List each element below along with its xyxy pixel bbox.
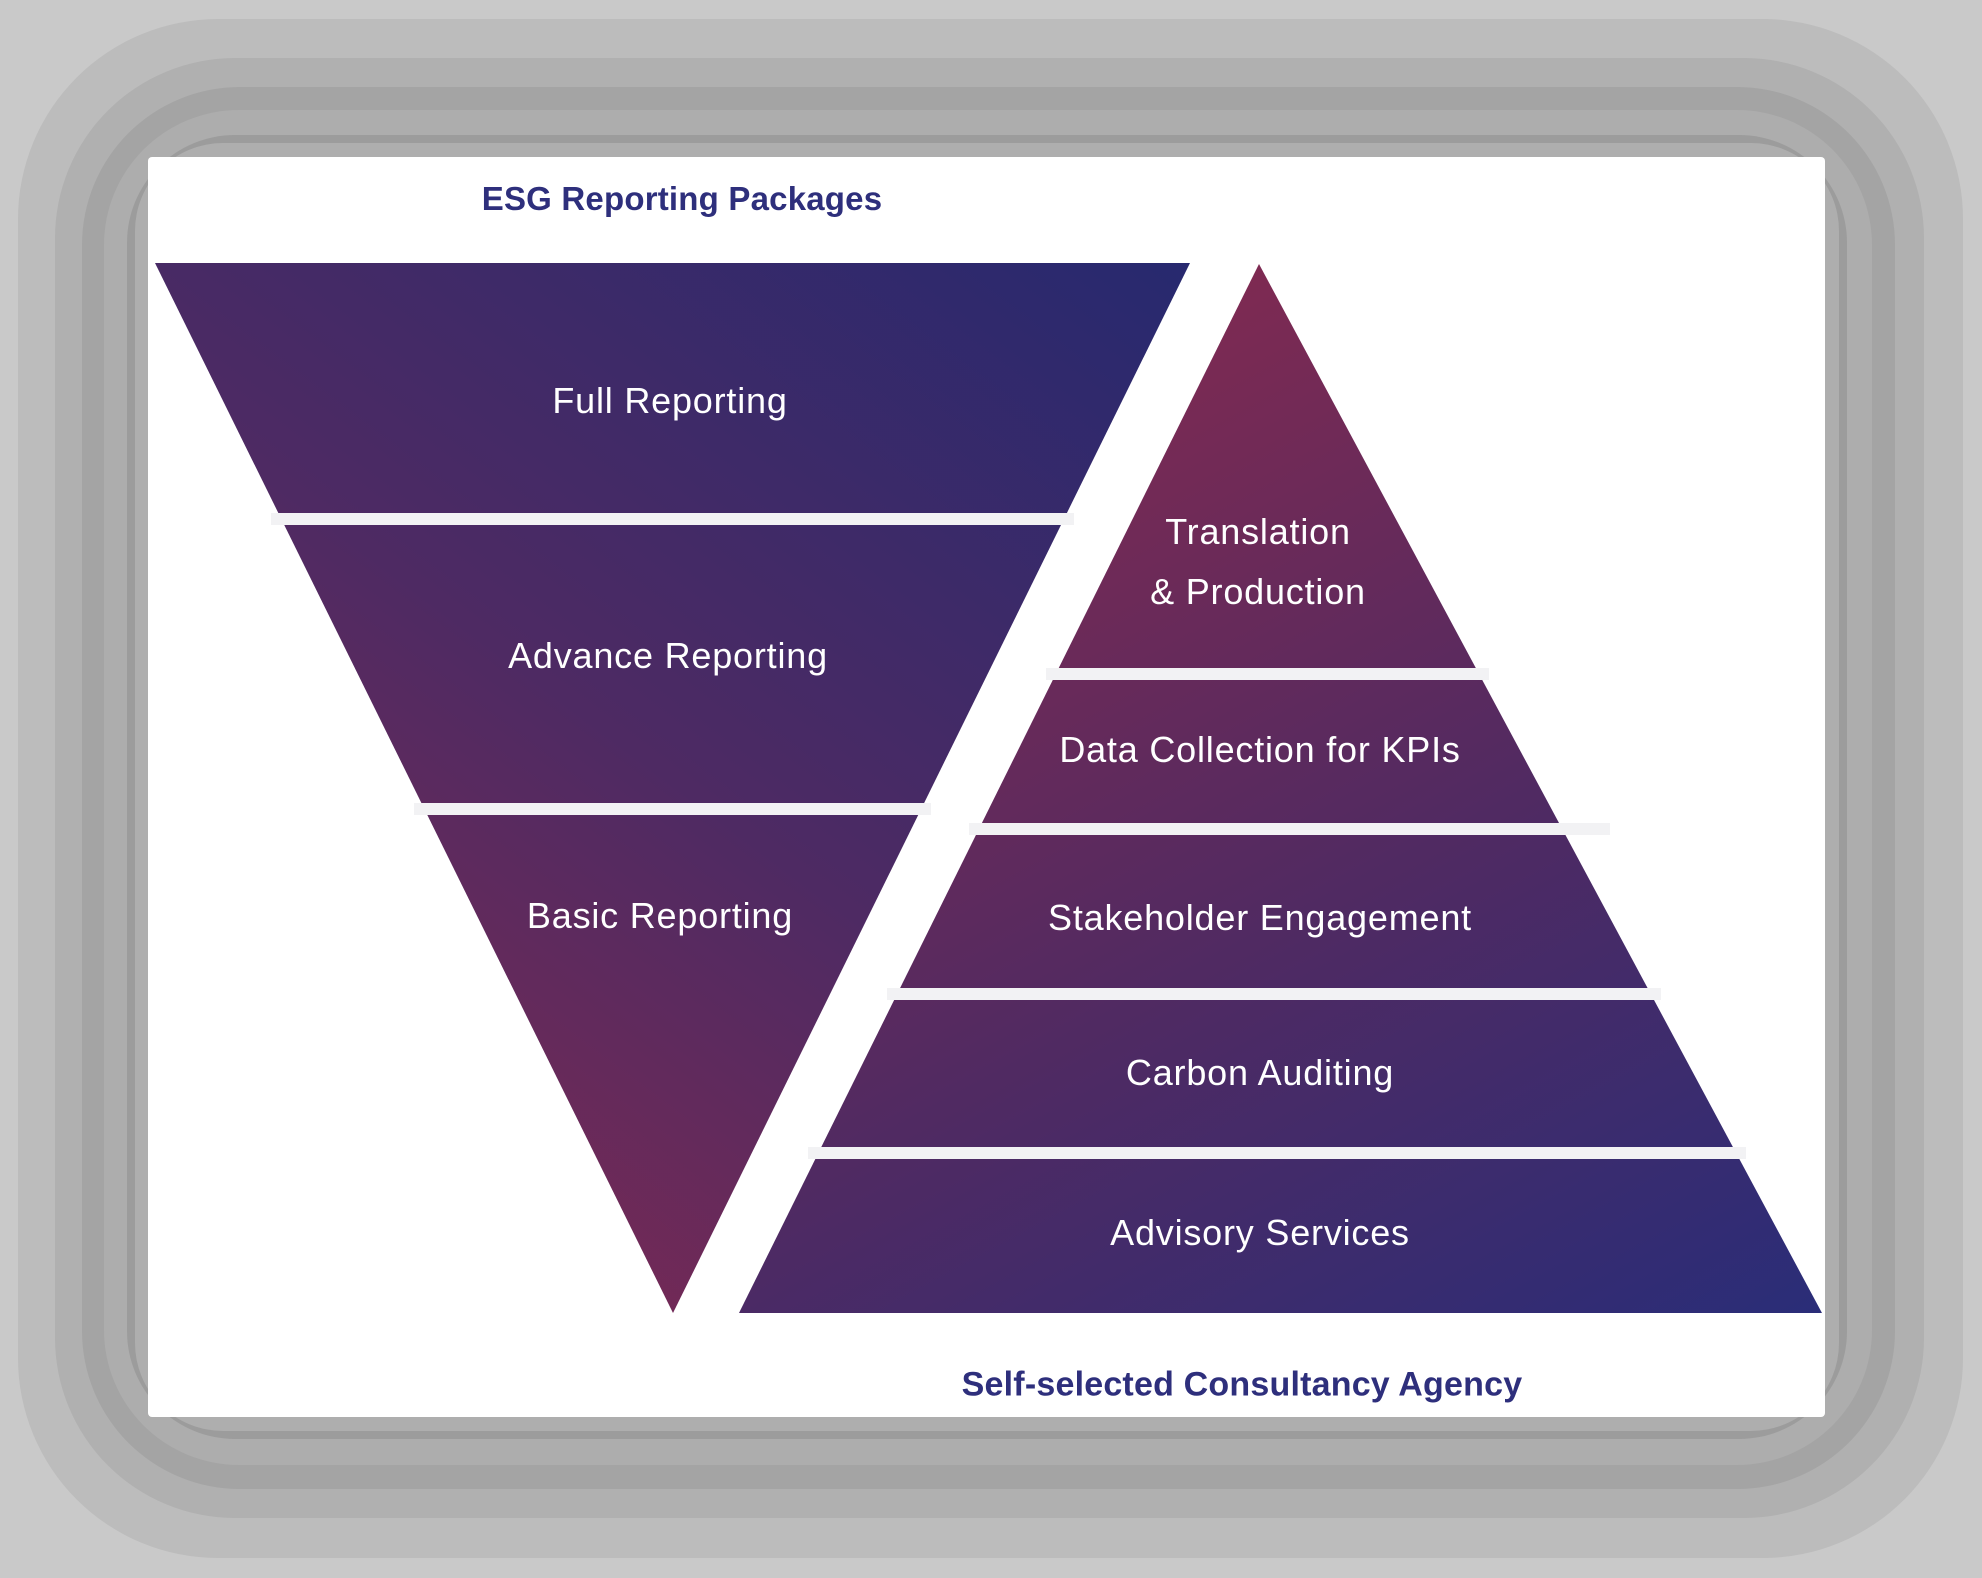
pyramid-separator-4 [808, 1147, 1746, 1159]
pyramid-separator-2 [969, 823, 1610, 835]
pyramid-shape [739, 264, 1822, 1313]
funnel-separator-2 [414, 803, 931, 815]
pyramid-separator-1 [1046, 668, 1489, 680]
funnel-separator-1 [271, 513, 1074, 525]
slide-panel: ESG Reporting Packages Full Reporting Ad… [148, 157, 1825, 1417]
diagram-canvas [155, 263, 1822, 1313]
funnel-shape [155, 263, 1190, 1313]
pyramid-separator-3 [887, 988, 1661, 1000]
